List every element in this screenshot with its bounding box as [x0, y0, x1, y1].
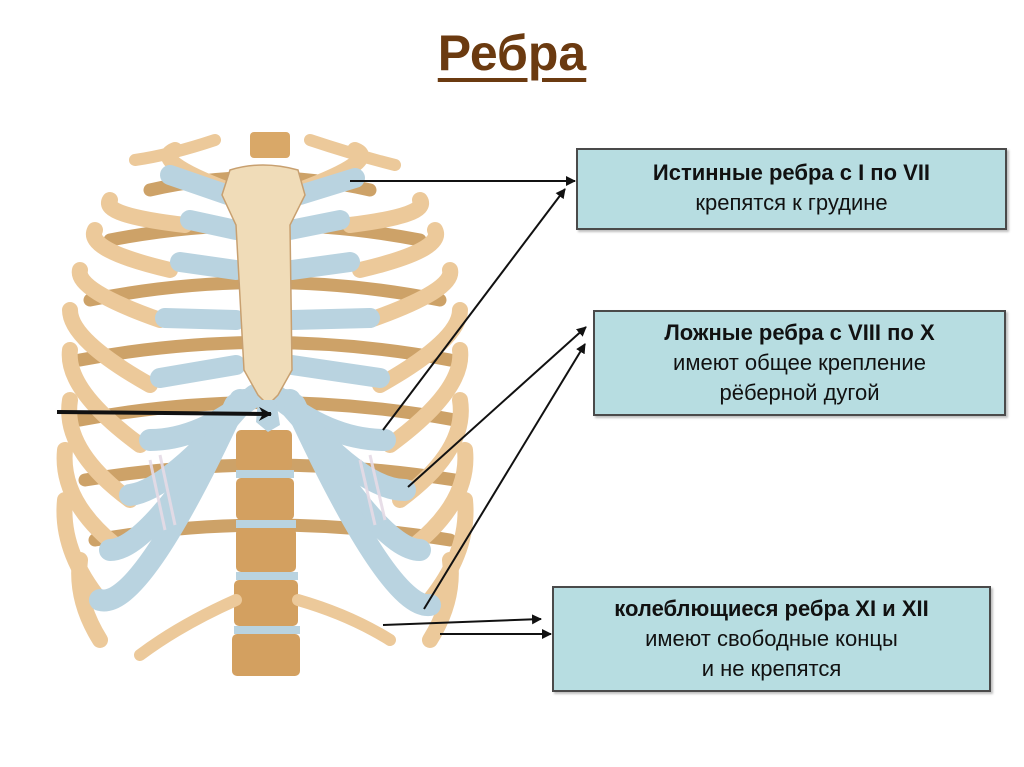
vertebral-column	[232, 132, 300, 676]
clavicles	[129, 134, 401, 171]
xiphoid-process	[256, 400, 280, 432]
anterior-ribs-left	[56, 142, 236, 648]
callout-arrows	[350, 176, 587, 639]
costal-cartilage-left	[150, 165, 246, 388]
costal-cartilage-right	[280, 168, 390, 388]
costal-arch-right	[264, 384, 441, 617]
label-true-ribs: Истинные ребра с I по VII крепятся к гру…	[576, 148, 1007, 230]
false-ribs-line-2: рёберной дугой	[719, 380, 880, 405]
floating-ribs	[134, 594, 396, 661]
label-false-ribs: Ложные ребра с VIII по X имеют общее кре…	[593, 310, 1006, 416]
arrow-xiphoid-pointer	[56, 406, 272, 421]
false-ribs-heading: Ложные ребра с VIII по X	[664, 320, 935, 345]
arrow-true-ribs-2	[382, 188, 566, 431]
ligaments	[148, 454, 387, 531]
label-floating-ribs: колеблющиеся ребра XI и XII имеют свобод…	[552, 586, 991, 692]
floating-ribs-line-1: имеют свободные концы	[645, 626, 898, 651]
arrow-false-ribs-2	[423, 343, 586, 610]
floating-ribs-line-2: и не крепятся	[701, 656, 842, 681]
floating-ribs-heading: колеблющиеся ребра XI и XII	[614, 596, 929, 621]
arrow-floating-ribs-1	[382, 614, 542, 626]
slide-title: Ребра	[437, 25, 587, 81]
arrow-false-ribs-1	[407, 326, 587, 488]
true-ribs-line-1: крепятся к грудине	[695, 190, 888, 215]
true-ribs-heading: Истинные ребра с I по VII	[652, 160, 931, 185]
false-ribs-line-1: имеют общее крепление	[673, 350, 926, 375]
sternum	[221, 164, 306, 407]
